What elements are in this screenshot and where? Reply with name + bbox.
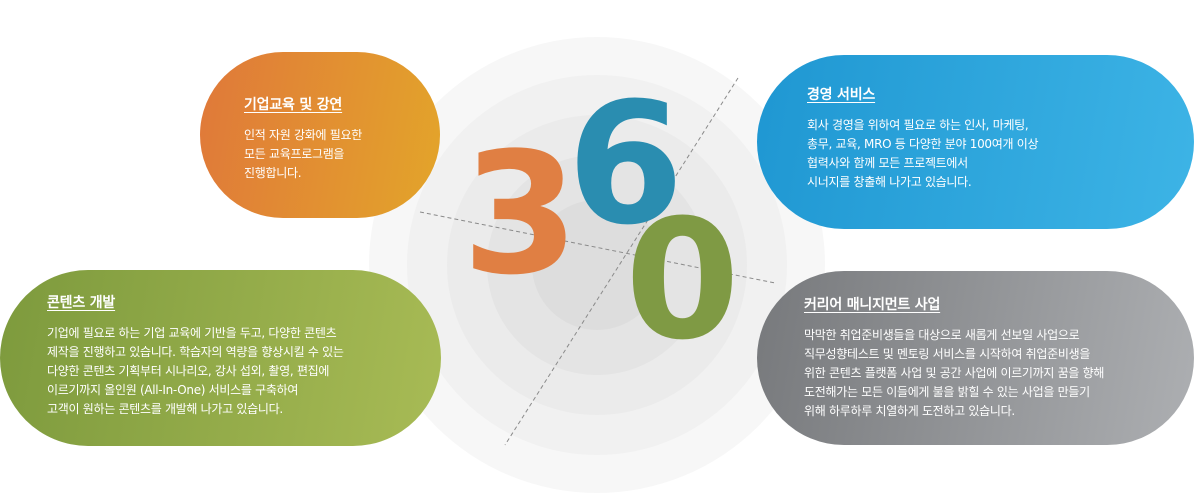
divider-line-horizontal — [419, 211, 776, 284]
card-body: 인적 자원 강화에 필요한 모든 교육프로그램을 진행합니다. — [244, 128, 362, 180]
card-body: 회사 경영을 위하여 필요로 하는 인사, 마케팅, 총무, 교육, MRO 등… — [807, 118, 1039, 189]
card-body: 기업에 필요로 하는 기업 교육에 기반을 두고, 다양한 콘텐츠 제작을 진행… — [47, 326, 344, 416]
card-title: 커리어 매니지먼트 사업 — [804, 297, 941, 313]
card-body: 막막한 취업준비생들을 대상으로 새롭게 선보일 사업으로 직무성향테스트 및 … — [804, 328, 1105, 418]
card-title: 경영 서비스 — [807, 87, 876, 103]
ring-inner — [532, 200, 662, 330]
digit-zero: 0 — [625, 184, 740, 376]
card-career-management: 커리어 매니지먼트 사업 막막한 취업준비생들을 대상으로 새롭게 선보일 사업… — [757, 271, 1194, 445]
card-corporate-education: 기업교육 및 강연 인적 자원 강화에 필요한 모든 교육프로그램을 진행합니다… — [200, 52, 440, 218]
digit-three: 3 — [462, 116, 579, 312]
card-title: 기업교육 및 강연 — [244, 97, 343, 113]
digit-six: 6 — [567, 66, 684, 262]
divider-line-diagonal — [504, 77, 739, 446]
card-content-development: 콘텐츠 개발 기업에 필요로 하는 기업 교육에 기반을 두고, 다양한 콘텐츠… — [0, 270, 441, 446]
card-title: 콘텐츠 개발 — [47, 295, 116, 311]
card-management-service: 경영 서비스 회사 경영을 위하여 필요로 하는 인사, 마케팅, 총무, 교육… — [757, 55, 1194, 229]
